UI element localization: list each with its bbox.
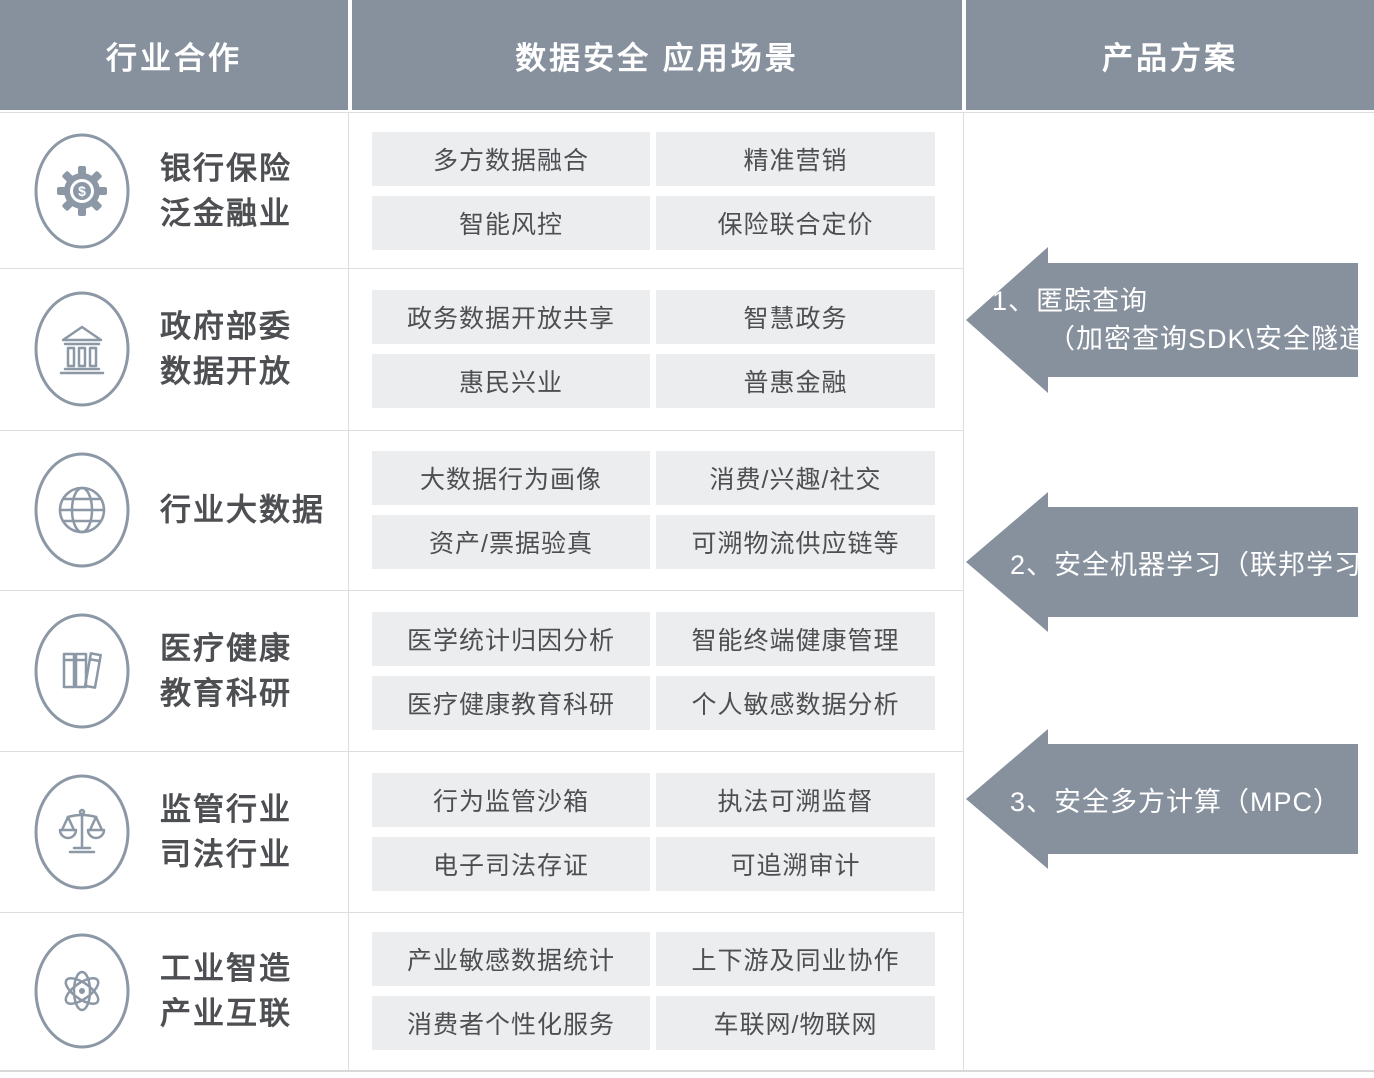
divider-col-1 [348, 113, 349, 1070]
industry-label-line: 司法行业 [160, 836, 292, 872]
scenario-grid: 行为监管沙箱 执法可溯监督 电子司法存证 可追溯审计 [372, 772, 935, 891]
header-products: 产品方案 [966, 0, 1374, 110]
industry-row-industrial: 工业智造 产业互联 产业敏感数据统计 上下游及同业协作 消费者个性化服务 车联网… [0, 912, 963, 1070]
product-label: 1、匿踪查询 [992, 286, 1149, 316]
scenario-box: 消费者个性化服务 [372, 996, 650, 1050]
industry-label-line: 行业大数据 [160, 492, 325, 528]
scenario-box: 精准营销 [656, 131, 935, 186]
industry-label: 监管行业 司法行业 [160, 787, 292, 877]
scenario-box: 执法可溯监督 [656, 772, 935, 827]
divider-col-2 [963, 113, 964, 1070]
atom-icon [34, 933, 130, 1049]
scenario-box: 资产/票据验真 [372, 515, 650, 569]
gear-dollar-icon: $ [34, 133, 130, 248]
industry-label: 银行保险 泛金融业 [160, 146, 292, 236]
scenario-box: 医学统计归因分析 [372, 611, 650, 666]
scenario-box: 智能终端健康管理 [656, 611, 935, 666]
scenario-box: 行为监管沙箱 [372, 772, 650, 827]
industry-label: 政府部委 数据开放 [160, 304, 292, 394]
industry-label-line: 泛金融业 [160, 195, 292, 231]
industry-label: 工业智造 产业互联 [160, 946, 292, 1036]
scenario-box: 个人敏感数据分析 [656, 675, 935, 730]
product-arrow-secure-ml: 2、安全机器学习（联邦学习FL） [966, 492, 1358, 632]
scenario-box: 消费/兴趣/社交 [656, 451, 935, 505]
scenario-box: 普惠金融 [656, 354, 935, 408]
scenario-grid: 政务数据开放共享 智慧政务 惠民兴业 普惠金融 [372, 290, 935, 408]
scenario-box: 电子司法存证 [372, 836, 650, 891]
divider-row-2 [0, 430, 963, 431]
product-label: 3、安全多方计算（MPC） [1010, 786, 1342, 817]
scenario-grid: 产业敏感数据统计 上下游及同业协作 消费者个性化服务 车联网/物联网 [372, 932, 935, 1050]
header-scenarios: 数据安全 应用场景 [352, 0, 962, 110]
product-label: （加密查询SDK\安全隧道API） [1048, 324, 1368, 354]
industry-label-line: 监管行业 [160, 791, 292, 827]
divider-bottom [0, 1070, 1374, 1072]
scenario-grid: 大数据行为画像 消费/兴趣/社交 资产/票据验真 可溯物流供应链等 [372, 451, 935, 569]
divider-row-3 [0, 590, 963, 591]
industry-label-line: 医疗健康 [160, 630, 292, 666]
industry-row-healthcare: 医疗健康 教育科研 医学统计归因分析 智能终端健康管理 医疗健康教育科研 个人敏… [0, 590, 963, 751]
divider-row-4 [0, 751, 963, 752]
scenario-grid: 医学统计归因分析 智能终端健康管理 医疗健康教育科研 个人敏感数据分析 [372, 611, 935, 730]
scenario-box: 惠民兴业 [372, 354, 650, 408]
industry-label-line: 工业智造 [160, 951, 292, 986]
scenario-box: 智能风控 [372, 195, 650, 250]
scenario-box: 医疗健康教育科研 [372, 675, 650, 730]
svg-text:$: $ [78, 183, 86, 199]
industry-label-line: 银行保险 [160, 150, 292, 186]
scenario-box: 上下游及同业协作 [656, 932, 935, 986]
scenario-box: 智慧政务 [656, 290, 935, 344]
industry-row-government: 政府部委 数据开放 政务数据开放共享 智慧政务 惠民兴业 普惠金融 [0, 268, 963, 430]
scenario-box: 车联网/物联网 [656, 996, 935, 1050]
industry-row-regulation: 监管行业 司法行业 行为监管沙箱 执法可溯监督 电子司法存证 可追溯审计 [0, 751, 963, 912]
books-icon [34, 613, 130, 728]
scenario-box: 大数据行为画像 [372, 451, 650, 505]
industry-label-line: 教育科研 [160, 675, 292, 711]
industry-label-line: 产业互联 [160, 996, 292, 1031]
product-arrow-mpc: 3、安全多方计算（MPC） [966, 729, 1358, 869]
industry-label-line: 数据开放 [160, 354, 292, 389]
industry-row-bigdata: 行业大数据 大数据行为画像 消费/兴趣/社交 资产/票据验真 可溯物流供应链等 [0, 430, 963, 590]
scenario-box: 可追溯审计 [656, 836, 935, 891]
scenario-box: 多方数据融合 [372, 131, 650, 186]
divider-header-bottom [0, 112, 1374, 113]
industry-label: 医疗健康 教育科研 [160, 626, 292, 716]
product-label: 2、安全机器学习（联邦学习FL） [1010, 549, 1374, 580]
divider-row-1 [0, 268, 963, 269]
scenario-grid: 多方数据融合 精准营销 智能风控 保险联合定价 [372, 131, 935, 250]
header-industry: 行业合作 [0, 0, 348, 110]
globe-icon [34, 452, 130, 568]
product-arrow-anonymous-query: 1、匿踪查询 （加密查询SDK\安全隧道API） [966, 247, 1358, 393]
scenario-box: 产业敏感数据统计 [372, 932, 650, 986]
scenario-box: 可溯物流供应链等 [656, 515, 935, 569]
industry-label-line: 政府部委 [160, 309, 292, 344]
scales-icon [34, 774, 130, 889]
scenario-box: 保险联合定价 [656, 195, 935, 250]
divider-row-5 [0, 912, 963, 913]
scenario-box: 政务数据开放共享 [372, 290, 650, 344]
government-building-icon [34, 291, 130, 407]
industry-label: 行业大数据 [160, 488, 325, 533]
industry-row-finance: $ 银行保险 泛金融业 多方数据融合 精准营销 智能风控 保险联合定价 [0, 113, 963, 268]
